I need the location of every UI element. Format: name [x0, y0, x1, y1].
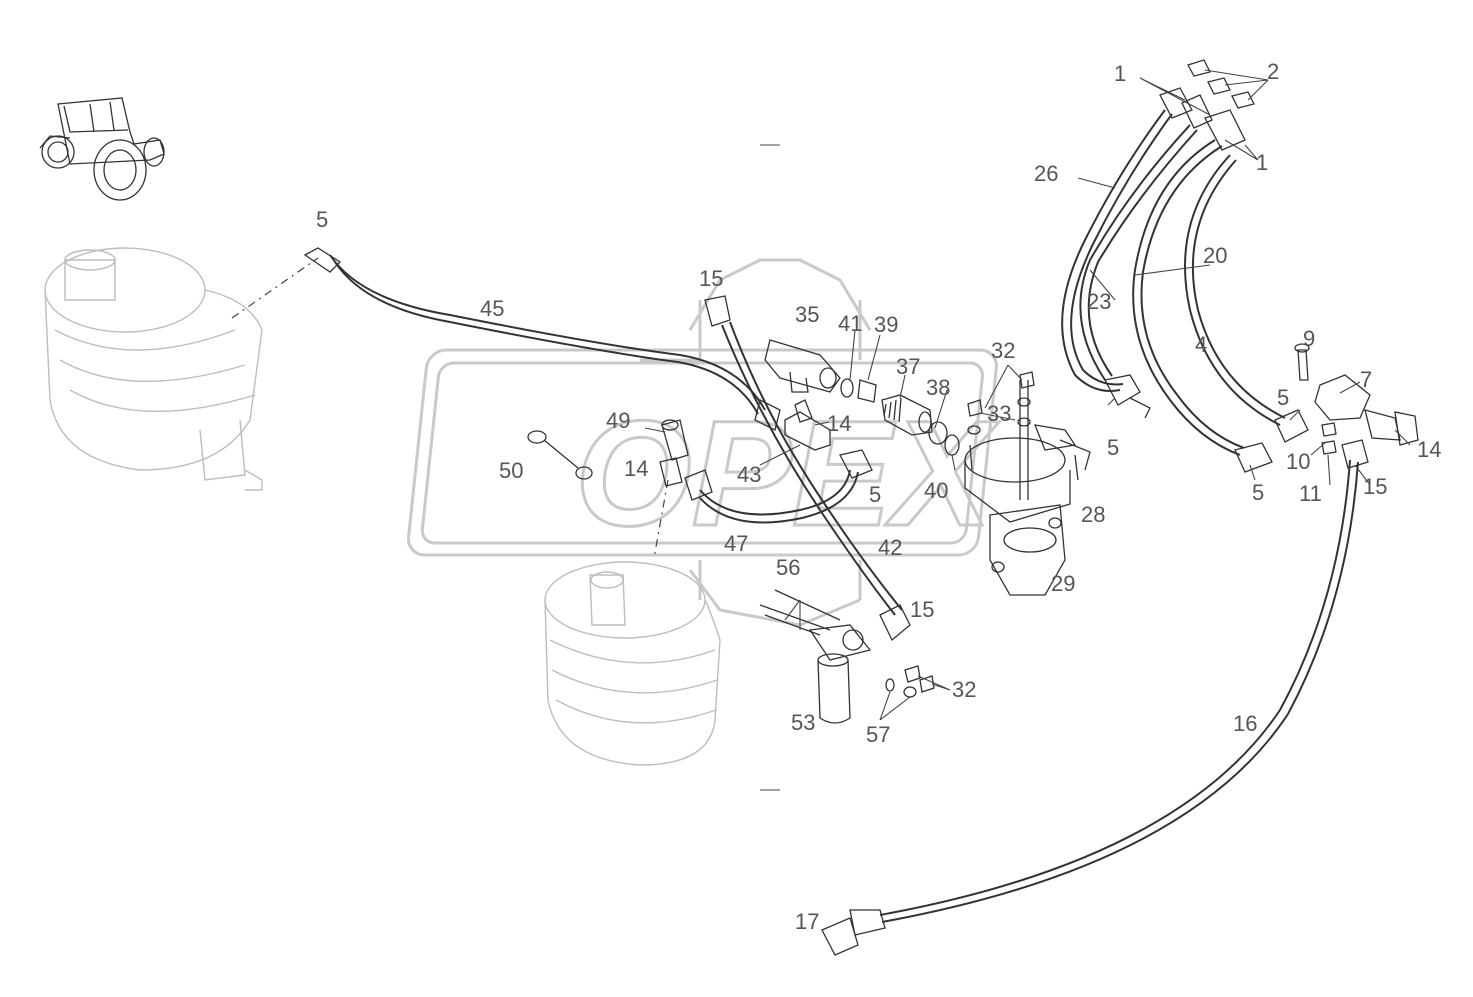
label-14: 14 [827, 411, 851, 436]
label-9: 9 [1303, 326, 1315, 351]
label-29: 29 [1051, 571, 1075, 596]
label-37: 37 [896, 354, 920, 379]
leader-lines [644, 69, 1411, 721]
hoses-upper-bundle [1061, 109, 1309, 473]
label-10: 10 [1286, 449, 1310, 474]
part-labels: 1 2 1 26 20 23 4 9 7 5 5 10 14 15 11 5 2… [316, 59, 1441, 934]
label-14: 14 [624, 456, 648, 481]
centerline-bottom [653, 479, 669, 559]
label-32: 32 [952, 677, 976, 702]
label-23: 23 [1087, 289, 1111, 314]
ghost-brake-chamber-bottom [544, 561, 721, 766]
label-41: 41 [838, 311, 862, 336]
tractor-icon [39, 97, 165, 201]
label-5: 5 [316, 207, 328, 232]
label-2: 2 [1267, 59, 1279, 84]
hose-16 [821, 439, 1369, 956]
ring-41 [840, 378, 854, 398]
valve-35 [764, 339, 841, 393]
label-17: 17 [795, 909, 819, 934]
label-45: 45 [480, 296, 504, 321]
label-7: 7 [1360, 367, 1372, 392]
label-42: 42 [878, 535, 902, 560]
tee-fitting-14-center [784, 399, 831, 451]
label-47: 47 [724, 531, 748, 556]
fitting-37 [881, 394, 933, 436]
label-35: 35 [795, 302, 819, 327]
label-43: 43 [737, 462, 761, 487]
label-1: 1 [1114, 61, 1126, 86]
ring-38 [928, 421, 948, 445]
label-56: 56 [776, 555, 800, 580]
label-16: 16 [1233, 711, 1257, 736]
label-15: 15 [699, 266, 723, 291]
fittings-1-2 [1159, 59, 1255, 151]
label-33: 33 [987, 401, 1011, 426]
label-1: 1 [1256, 150, 1268, 175]
tick-mark [760, 144, 780, 791]
label-50: 50 [499, 458, 523, 483]
brake-valve-28 [964, 380, 1091, 523]
fitting-49 [661, 419, 689, 461]
fitting-14-left [659, 457, 683, 487]
label-40: 40 [924, 478, 948, 503]
label-26: 26 [1034, 161, 1058, 186]
label-15: 15 [910, 597, 934, 622]
label-53: 53 [791, 710, 815, 735]
label-5: 5 [1107, 435, 1119, 460]
label-39: 39 [874, 312, 898, 337]
label-4: 4 [1195, 332, 1207, 357]
label-5: 5 [1277, 385, 1289, 410]
label-5: 5 [869, 482, 881, 507]
part-50 [527, 430, 593, 480]
label-28: 28 [1081, 502, 1105, 527]
nut-39 [857, 379, 877, 403]
ghost-brake-chamber-left [44, 247, 263, 491]
hose-45 [303, 247, 781, 431]
label-11: 11 [1299, 481, 1322, 506]
label-20: 20 [1203, 243, 1227, 268]
label-57: 57 [866, 722, 890, 747]
hose-42 [704, 295, 911, 642]
label-5: 5 [1252, 480, 1264, 505]
label-49: 49 [606, 408, 630, 433]
flange-29 [989, 504, 1066, 596]
centerline-left [231, 257, 319, 319]
cross-fitting-7 [1294, 343, 1419, 455]
label-38: 38 [926, 375, 950, 400]
filter-53 [759, 589, 935, 724]
label-32: 32 [991, 338, 1015, 363]
label-15: 15 [1363, 474, 1387, 499]
label-14: 14 [1417, 437, 1441, 462]
hose-47 [684, 449, 873, 524]
